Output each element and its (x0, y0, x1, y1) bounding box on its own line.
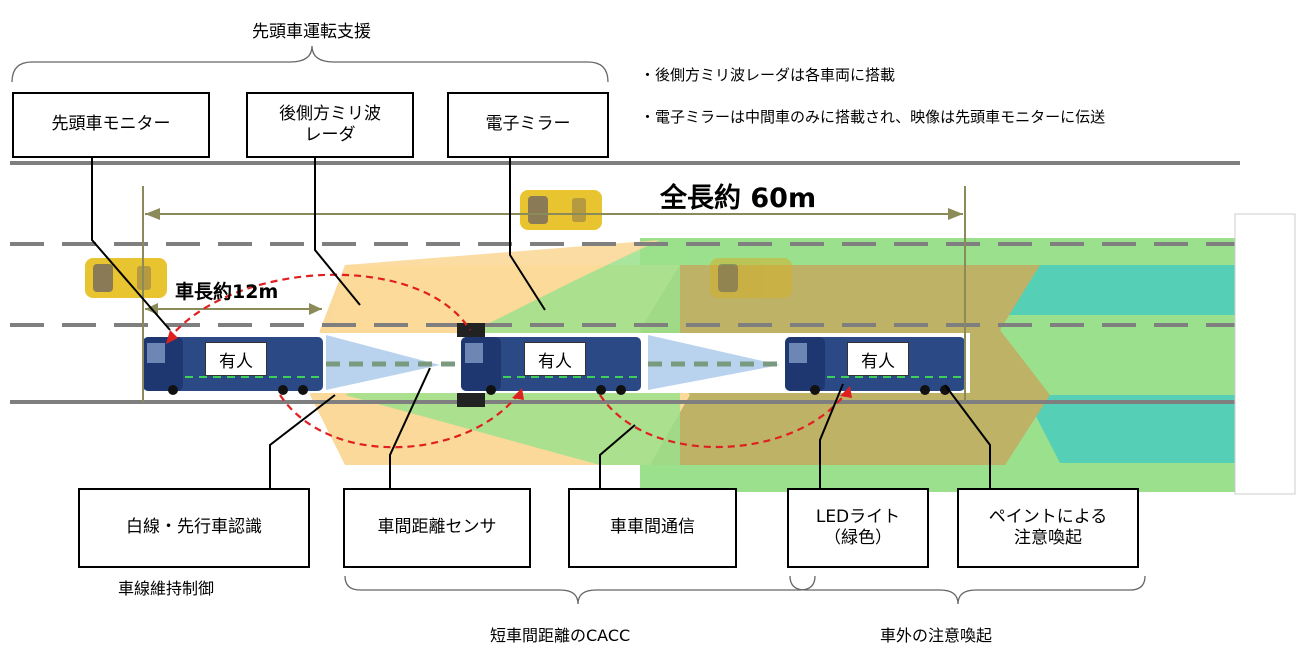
teal-zone-lower (1025, 395, 1235, 463)
car-3 (710, 258, 792, 298)
box-radar: 後側方ミリ波 レーダ (246, 92, 414, 158)
truck-3-label: 有人 (847, 342, 909, 376)
cacc-bracket (344, 575, 816, 605)
box-paint-alert: ペイントによる 注意喚起 (957, 488, 1139, 568)
leader-led (819, 383, 844, 488)
radar-arc-left (167, 273, 471, 341)
leader-lane (269, 394, 336, 488)
top-bracket (11, 45, 609, 83)
leader-sensor (389, 367, 431, 488)
leader-monitor (91, 158, 171, 331)
leader-paint (944, 384, 991, 488)
box-led-light: LEDライト （緑色） (787, 488, 929, 568)
caption-lane-keep: 車線維持制御 (118, 579, 215, 598)
box-lane-recognition: 白線・先行車認識 (78, 488, 310, 568)
caption-alert: 車外の注意喚起 (880, 626, 993, 645)
car-1 (520, 190, 602, 230)
caption-cacc: 短車間距離のCACC (490, 626, 631, 645)
box-monitor: 先頭車モニター (12, 92, 210, 158)
note-radar: ・後側方ミリ波レーダは各車両に搭載 (640, 66, 896, 84)
alert-bracket (789, 575, 1146, 605)
right-panel (1234, 213, 1296, 495)
total-length-label: 全長約 60m (660, 183, 817, 214)
v2v-arc (599, 389, 849, 449)
box-distance-sensor: 車間距離センサ (343, 488, 531, 568)
box-mirror: 電子ミラー (447, 92, 609, 158)
leader-mirror (509, 158, 546, 311)
radar-cover (330, 240, 660, 330)
radar-arc-lower (279, 391, 521, 449)
vehicle-length-label: 車長約12m (175, 281, 279, 303)
leader-v2v (599, 424, 636, 488)
leader-radar (314, 158, 361, 306)
top-group-title: 先頭車運転支援 (252, 22, 371, 42)
truck-2-label: 有人 (524, 342, 586, 376)
note-mirror: ・電子ミラーは中間車のみに搭載され、映像は先頭車モニターに伝送 (640, 108, 1106, 126)
box-v2v: 車車間通信 (568, 488, 737, 568)
truck-1-label: 有人 (205, 342, 267, 376)
sensor-beam-2 (648, 335, 780, 390)
